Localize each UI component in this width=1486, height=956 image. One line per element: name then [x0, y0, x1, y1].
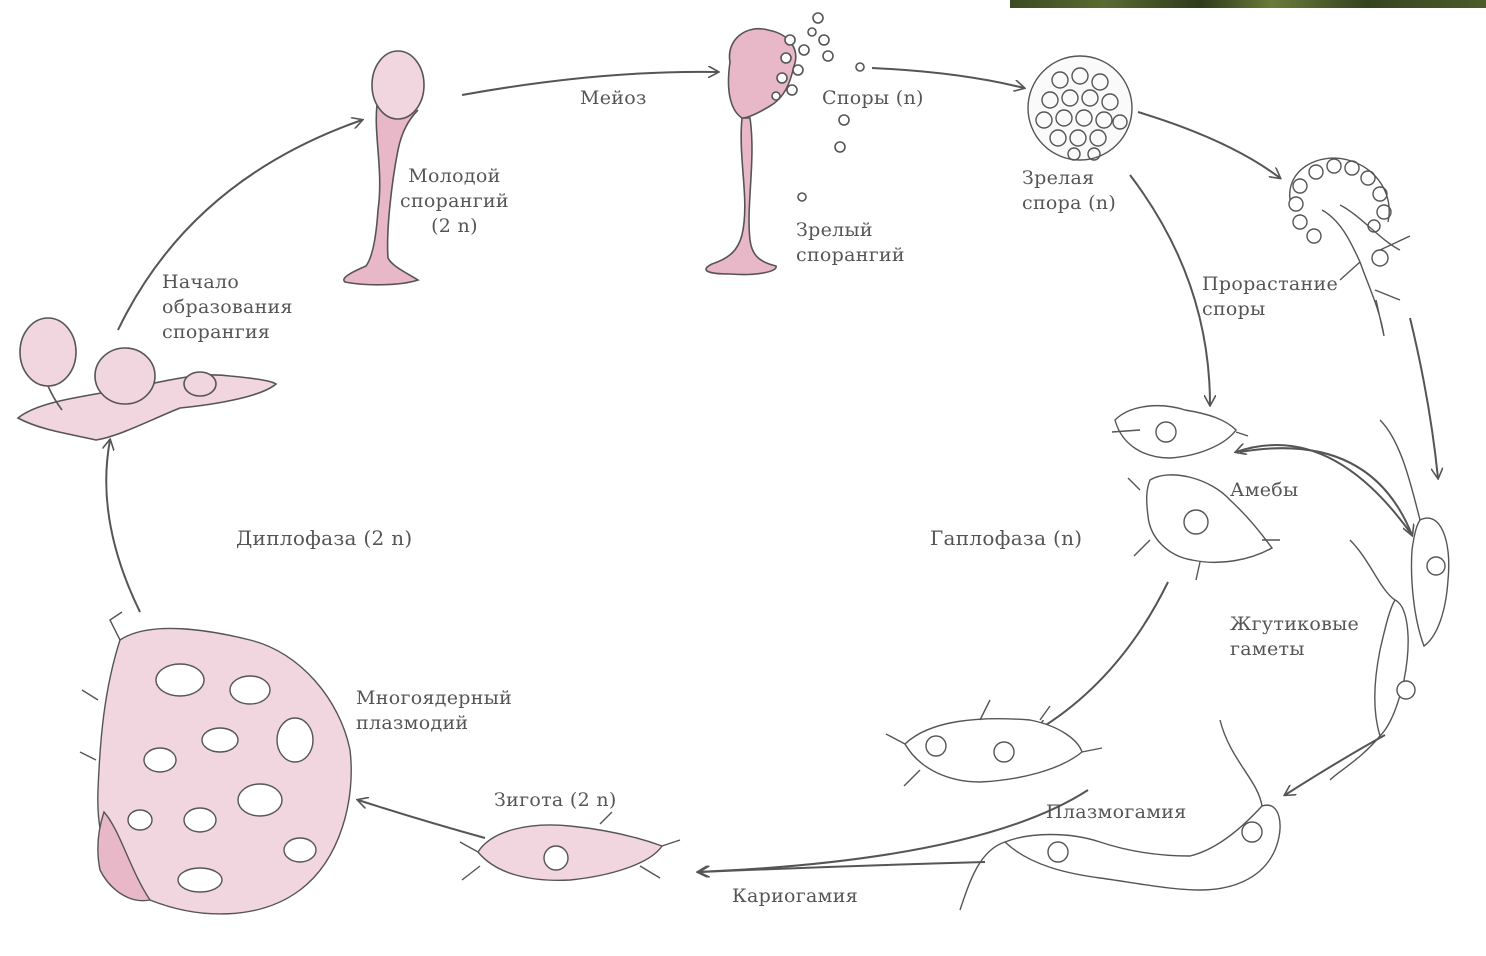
plasmogamy-amoeba-drawing — [886, 700, 1102, 786]
label-sporangium-start: Начало образования спорангия — [162, 270, 293, 345]
arrow-spore-to-amoebae — [1130, 175, 1210, 405]
zygote-drawing — [460, 812, 680, 880]
arrow-germination-to-gametes — [1410, 318, 1438, 478]
label-spores: Споры (n) — [822, 86, 924, 111]
label-haplophase: Гаплофаза (n) — [930, 526, 1082, 551]
label-mature-sporangium: Зрелый спорангий — [796, 218, 905, 268]
arrow-karyogamy-cells — [700, 862, 985, 872]
label-diplophase: Диплофаза (2 n) — [236, 526, 413, 551]
label-karyogamy: Кариогамия — [732, 884, 858, 909]
mature-spore-drawing — [1028, 56, 1132, 160]
arrow-spore-to-germination — [1138, 112, 1280, 178]
arrow-plasmodium-to-sporangium — [106, 440, 140, 612]
label-plasmogamy: Плазмогамия — [1046, 800, 1187, 825]
arrow-zygote-to-plasmodium — [358, 800, 485, 838]
label-plasmodium: Многоядерный плазмодий — [356, 686, 512, 736]
plasmodium-drawing — [80, 612, 351, 914]
label-zygote: Зигота (2 n) — [494, 788, 617, 813]
label-meiosis: Мейоз — [580, 86, 647, 111]
arrow-gametes-to-plasmogamy — [1285, 735, 1385, 795]
flagellate-gametes-drawing — [1330, 420, 1449, 780]
label-spore-germination: Прорастание споры — [1202, 272, 1338, 322]
spores-drawing — [798, 63, 864, 201]
label-flagellate-gametes: Жгутиковые гаметы — [1230, 612, 1359, 662]
label-mature-spore: Зрелая спора (n) — [1022, 166, 1116, 216]
arrow-amoebae-to-plasmogamy — [1038, 582, 1168, 730]
label-amoebae: Амебы — [1230, 478, 1298, 503]
arrow-spores-to-mature-spore — [872, 68, 1024, 88]
arrow-karyogamy — [698, 790, 1088, 872]
label-young-sporangium: Молодой спорангий (2 n) — [400, 164, 509, 239]
